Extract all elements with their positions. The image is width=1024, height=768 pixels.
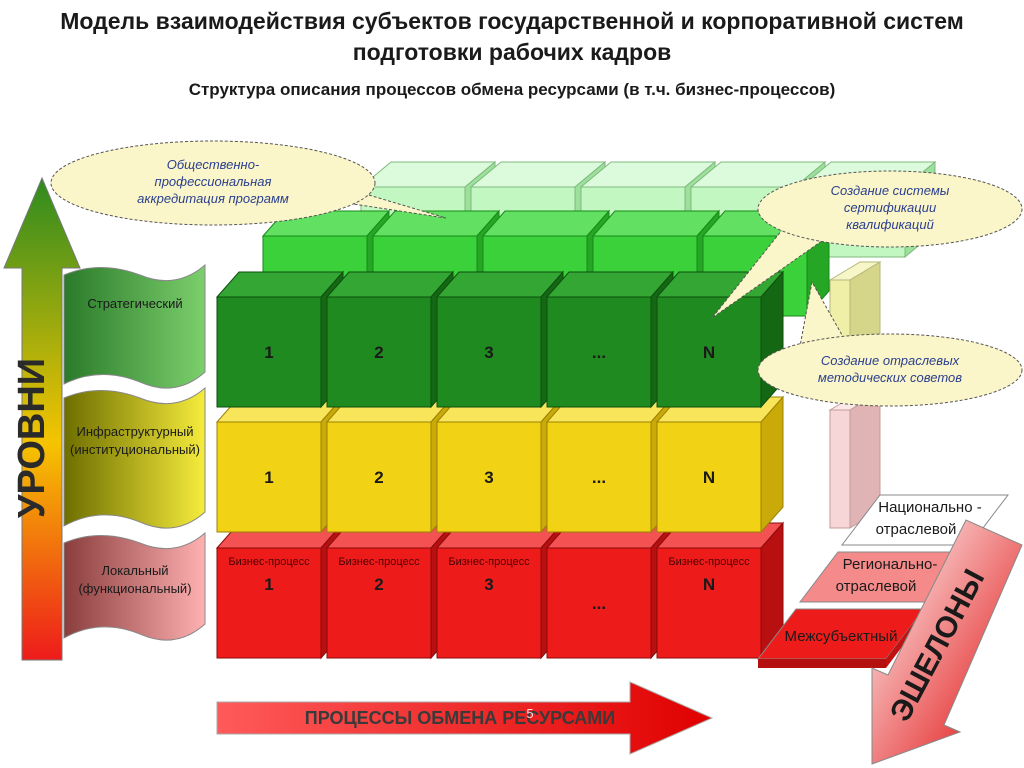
- callout-accreditation-line3: аккредитация программ: [137, 191, 289, 206]
- page-title-line-2: подготовки рабочих кадров: [352, 39, 672, 65]
- cube-local-3: Бизнес-процесс 3: [435, 521, 565, 660]
- bp-label-1: Бизнес-процесс: [228, 556, 310, 568]
- echelon-regional-line2: отраслевой: [836, 578, 917, 595]
- strategic-column-label-1: 1: [264, 343, 273, 362]
- callout-certification-line1: Создание системы: [831, 183, 950, 198]
- local-column-label-1: 1: [264, 575, 273, 594]
- level-ribbons: [63, 263, 206, 641]
- callout-councils-line1: Создание отраслевых: [821, 353, 960, 368]
- ribbon-strategic: [63, 263, 206, 389]
- bp-label-5: Бизнес-процесс: [668, 556, 750, 568]
- infra-column-label-1: 1: [264, 468, 273, 487]
- local-column-label-4: ...: [592, 594, 606, 613]
- page-number: 5: [526, 706, 533, 721]
- local-column-label-5: N: [703, 575, 715, 594]
- echelon-regional-line1: Регионально-: [843, 556, 938, 573]
- levels-axis-label: УРОВНИ: [11, 358, 53, 518]
- level-local-sublabel: (функциональный): [78, 581, 191, 596]
- echelon-national-line1: Национально -: [878, 499, 981, 516]
- levels-axis-arrow: УРОВНИ: [3, 176, 81, 661]
- processes-axis-label: ПРОЦЕССЫ ОБМЕНА РЕСУРСАМИ: [305, 708, 615, 728]
- callout-accreditation: Общественно- профессиональная аккредитац…: [50, 140, 447, 226]
- processes-axis-arrow: ПРОЦЕССЫ ОБМЕНА РЕСУРСАМИ 5: [216, 681, 714, 755]
- bp-label-2: Бизнес-процесс: [338, 556, 420, 568]
- cube-infra-3: 3: [435, 395, 565, 534]
- infra-column-label-4: ...: [592, 468, 606, 487]
- ribbon-infrastructure: [63, 386, 206, 529]
- level-infra-sublabel: (институциональный): [70, 442, 200, 457]
- callout-certification: Создание системы сертификации квалификац…: [711, 170, 1023, 319]
- cube-local-1: Бизнес-процесс 1: [215, 521, 345, 660]
- cube-infra-5: N: [655, 395, 785, 534]
- level-strategic-label: Стратегический: [87, 296, 182, 311]
- level-local-label: Локальный: [101, 563, 168, 578]
- cube-strategic-5: N: [655, 270, 785, 409]
- ribbon-local: [63, 531, 206, 641]
- callout-accreditation-line1: Общественно-: [167, 157, 260, 172]
- page-subtitle: Структура описания процессов обмена ресу…: [188, 80, 836, 99]
- cube-infra-2: 2: [325, 395, 455, 534]
- page-title-line-1: Модель взаимодействия субъектов государс…: [60, 8, 964, 34]
- callout-certification-line3: квалификаций: [846, 217, 934, 232]
- strategic-column-label-4: ...: [592, 343, 606, 362]
- local-column-label-3: 3: [484, 575, 493, 594]
- cube-local-2: Бизнес-процесс 2: [325, 521, 455, 660]
- cube-infra-4: ...: [545, 395, 675, 534]
- infra-column-label-2: 2: [374, 468, 383, 487]
- level-infra-label: Инфраструктурный: [76, 424, 193, 439]
- echelon-national-line2: отраслевой: [876, 521, 957, 538]
- cube-strategic-3: 3: [435, 270, 565, 409]
- infra-column-label-3: 3: [484, 468, 493, 487]
- local-column-label-2: 2: [374, 575, 383, 594]
- cube-grid: Бизнес-процесс1Бизнес-процесс2Бизнес-про…: [215, 160, 937, 660]
- callout-accreditation-line2: профессиональная: [155, 174, 272, 189]
- cube-infra-1: 1: [215, 395, 345, 534]
- echelon-intersubject-label: Межсубъектный: [785, 628, 898, 645]
- bp-label-3: Бизнес-процесс: [448, 556, 530, 568]
- strategic-column-label-2: 2: [374, 343, 383, 362]
- callout-councils: Создание отраслевых методических советов: [757, 280, 1023, 407]
- callout-councils-line2: методических советов: [818, 370, 962, 385]
- strategic-column-label-5: N: [703, 343, 715, 362]
- page-title: Модель взаимодействия субъектов государс…: [0, 6, 1024, 68]
- infra-column-label-5: N: [703, 468, 715, 487]
- callout-certification-line2: сертификации: [844, 200, 936, 215]
- cube-strategic-4: ...: [545, 270, 675, 409]
- cube-strategic-2: 2: [325, 270, 455, 409]
- strategic-column-label-3: 3: [484, 343, 493, 362]
- cube-strategic-1: 1: [215, 270, 345, 409]
- cube-local-4: ...: [545, 521, 675, 660]
